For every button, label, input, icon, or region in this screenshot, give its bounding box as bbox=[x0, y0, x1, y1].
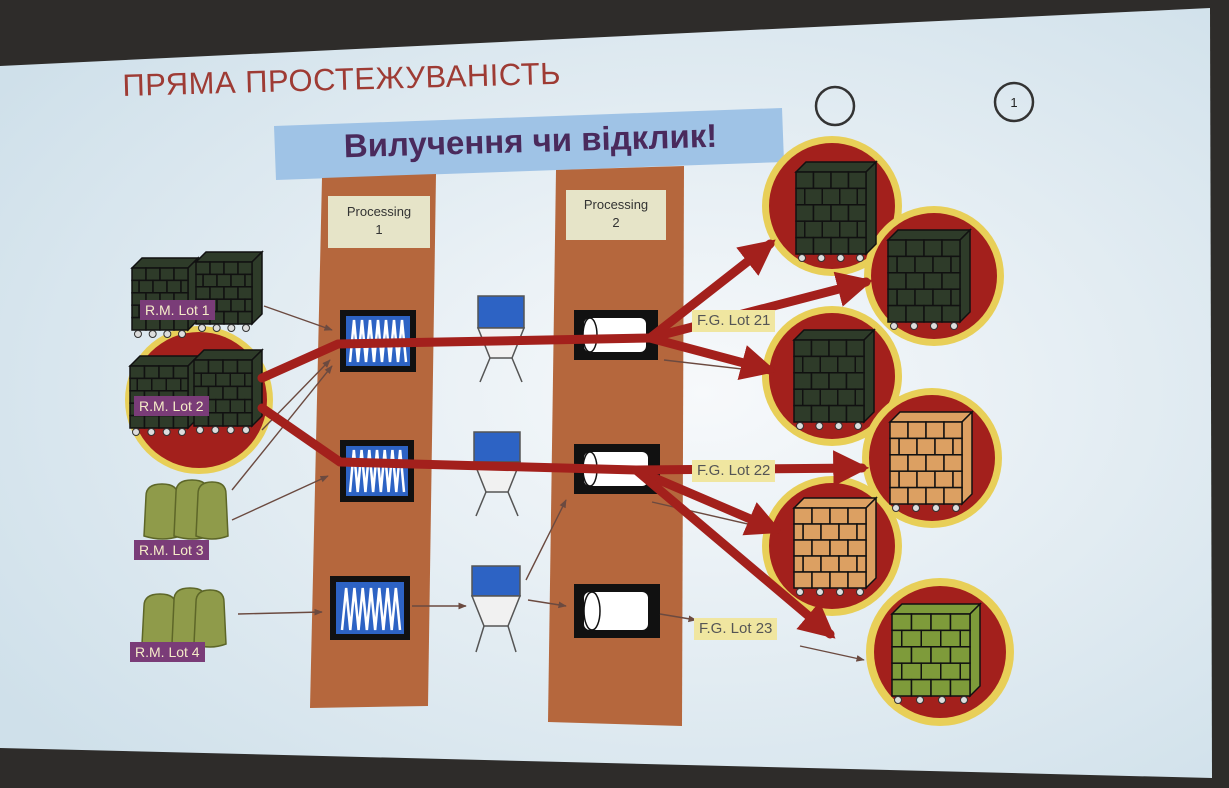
crate-pallet-icon bbox=[890, 602, 982, 704]
spring-processor-icon bbox=[330, 310, 416, 640]
crate-pallet-icon bbox=[886, 228, 972, 330]
rm-lot-1-label: R.M. Lot 1 bbox=[140, 300, 215, 320]
fg-lot-21-label: F.G. Lot 21 bbox=[692, 310, 776, 332]
fg-lot-23-label: F.G. Lot 23 bbox=[694, 618, 778, 640]
rm-lot-3-label: R.M. Lot 3 bbox=[134, 540, 209, 560]
column-label-box-2 bbox=[566, 190, 666, 240]
crate-pallet-icon bbox=[794, 160, 878, 262]
banner-bar bbox=[274, 108, 784, 180]
crate-pallet-icon bbox=[792, 496, 878, 596]
sack-icon bbox=[141, 479, 229, 648]
recall-banner: Вилучення чи відклик! bbox=[343, 116, 718, 165]
column-label-line-2: 1 bbox=[375, 222, 383, 237]
column-label-line-1: Processing bbox=[346, 204, 412, 219]
crate-pallet-icon bbox=[888, 410, 974, 512]
fg-lot-22-label: F.G. Lot 22 bbox=[692, 460, 776, 482]
rm-lot-4-label: R.M. Lot 4 bbox=[130, 642, 205, 662]
crate-pallet-icon bbox=[130, 250, 264, 338]
slide-number: 1 bbox=[1010, 94, 1018, 110]
crate-pallet-icon bbox=[792, 328, 876, 430]
crate-pallet-icon bbox=[128, 348, 264, 436]
rm-lot-2-label: R.M. Lot 2 bbox=[134, 396, 209, 416]
column-label-box-1 bbox=[328, 196, 430, 248]
column-label-line-2: 2 bbox=[612, 215, 620, 230]
slide-number-ring bbox=[993, 81, 1035, 123]
column-label-processing-2: Processing 2 bbox=[567, 191, 665, 237]
column-label-processing-1: Processing 1 bbox=[330, 198, 428, 244]
recall-arrows bbox=[257, 239, 873, 639]
circle-outline-icon bbox=[814, 85, 856, 127]
column-label-line-1: Processing bbox=[583, 197, 649, 212]
